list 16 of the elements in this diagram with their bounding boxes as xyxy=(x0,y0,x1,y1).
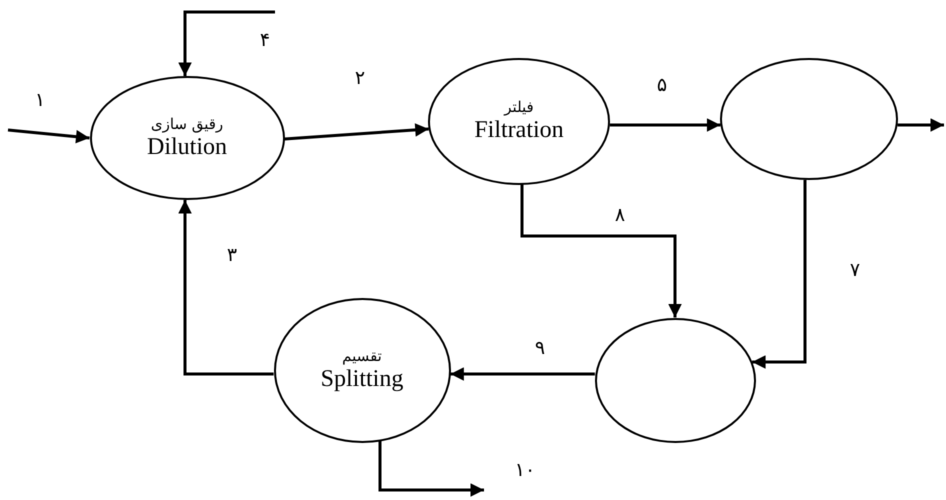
node-label: Dilution xyxy=(146,133,227,162)
node-label: Filtration xyxy=(474,116,564,144)
arrow xyxy=(752,180,806,369)
arrow xyxy=(610,118,720,132)
node-title: فیلتر xyxy=(504,98,534,116)
node-title: تقسیم xyxy=(342,346,382,365)
arrow xyxy=(284,123,429,140)
node-title: رقیق سازی xyxy=(150,114,224,133)
arrow xyxy=(378,440,484,497)
node-label: Splitting xyxy=(320,365,404,394)
arrow xyxy=(178,10,275,76)
arrow xyxy=(178,200,274,376)
arrow xyxy=(898,118,944,132)
arrow xyxy=(8,128,90,144)
arrow xyxy=(450,367,595,381)
arrow xyxy=(520,184,682,318)
